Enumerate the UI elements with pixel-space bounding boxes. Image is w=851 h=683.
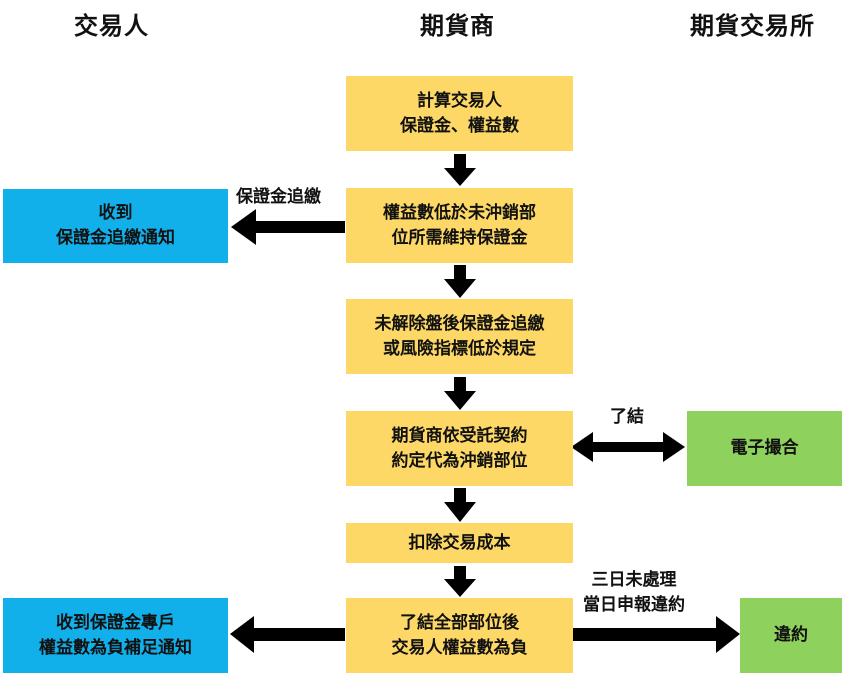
down-arrow-4 — [444, 488, 476, 522]
header-exchange: 期貨交易所 — [690, 12, 815, 40]
step-margin-call-unresolved-line1: 未解除盤後保證金追繳 — [374, 313, 545, 334]
trader-negative-equity-notice-line1: 收到保證金專戶 — [56, 612, 175, 633]
exchange-electronic-matching: 電子撮合 — [687, 411, 842, 486]
step-deduct-costs-line1: 扣除交易成本 — [408, 532, 511, 553]
step-fcm-liquidation-line1: 期貨商依受託契約 — [391, 425, 528, 446]
step-margin-call-unresolved: 未解除盤後保證金追繳 或風險指標低於規定 — [346, 299, 573, 374]
down-arrow-5 — [444, 566, 476, 597]
step-deduct-costs: 扣除交易成本 — [346, 523, 573, 563]
trader-negative-equity-notice: 收到保證金專戶 權益數為負補足通知 — [3, 598, 228, 673]
right-arrow-default — [570, 616, 740, 653]
edge-label-report-line1: 三日未處理 — [591, 570, 677, 590]
left-arrow-notice — [230, 616, 345, 653]
step-fcm-liquidation-line2: 約定代為沖銷部位 — [391, 450, 528, 471]
step-margin-call-unresolved-line2: 或風險指標低於規定 — [383, 338, 536, 359]
step-fcm-liquidation: 期貨商依受託契約 約定代為沖銷部位 — [346, 411, 573, 486]
edge-label-report: 三日未處理 當日申報違約 — [583, 568, 685, 617]
exchange-electronic-matching-label: 電子撮合 — [730, 438, 799, 459]
double-arrow-close-out — [571, 432, 685, 462]
header-trader: 交易人 — [74, 12, 149, 40]
trader-margin-call-notice-line2: 保證金追繳通知 — [56, 228, 175, 248]
step-negative-equity: 了結全部部位後 交易人權益數為負 — [346, 598, 573, 673]
trader-margin-call-notice-line1: 收到 — [98, 203, 133, 224]
exchange-default-label: 違約 — [774, 625, 808, 646]
step-equity-below-maintenance-line1: 權益數低於未沖銷部 — [383, 202, 536, 223]
left-arrow-margin-call — [231, 209, 345, 245]
edge-label-report-line2: 當日申報違約 — [583, 594, 685, 615]
trader-margin-call-notice: 收到 保證金追繳通知 — [3, 189, 228, 263]
down-arrow-2 — [444, 265, 476, 298]
down-arrow-3 — [444, 377, 476, 410]
step-negative-equity-line2: 交易人權益數為負 — [391, 637, 528, 658]
edge-label-margin-call: 保證金追繳 — [236, 187, 321, 207]
step-calculate-margin-line2: 保證金、權益數 — [400, 115, 519, 136]
edge-label-close-out: 了結 — [610, 407, 644, 427]
trader-negative-equity-notice-line2: 權益數為負補足通知 — [39, 637, 192, 658]
step-equity-below-maintenance-line2: 位所需維持保證金 — [391, 227, 528, 248]
step-calculate-margin-line1: 計算交易人 — [417, 90, 502, 111]
exchange-default: 違約 — [740, 598, 842, 673]
down-arrow-1 — [444, 154, 476, 186]
step-negative-equity-line1: 了結全部部位後 — [400, 612, 519, 633]
step-calculate-margin: 計算交易人 保證金、權益數 — [346, 76, 573, 151]
step-equity-below-maintenance: 權益數低於未沖銷部 位所需維持保證金 — [346, 188, 573, 263]
header-fcm: 期貨商 — [420, 12, 495, 40]
